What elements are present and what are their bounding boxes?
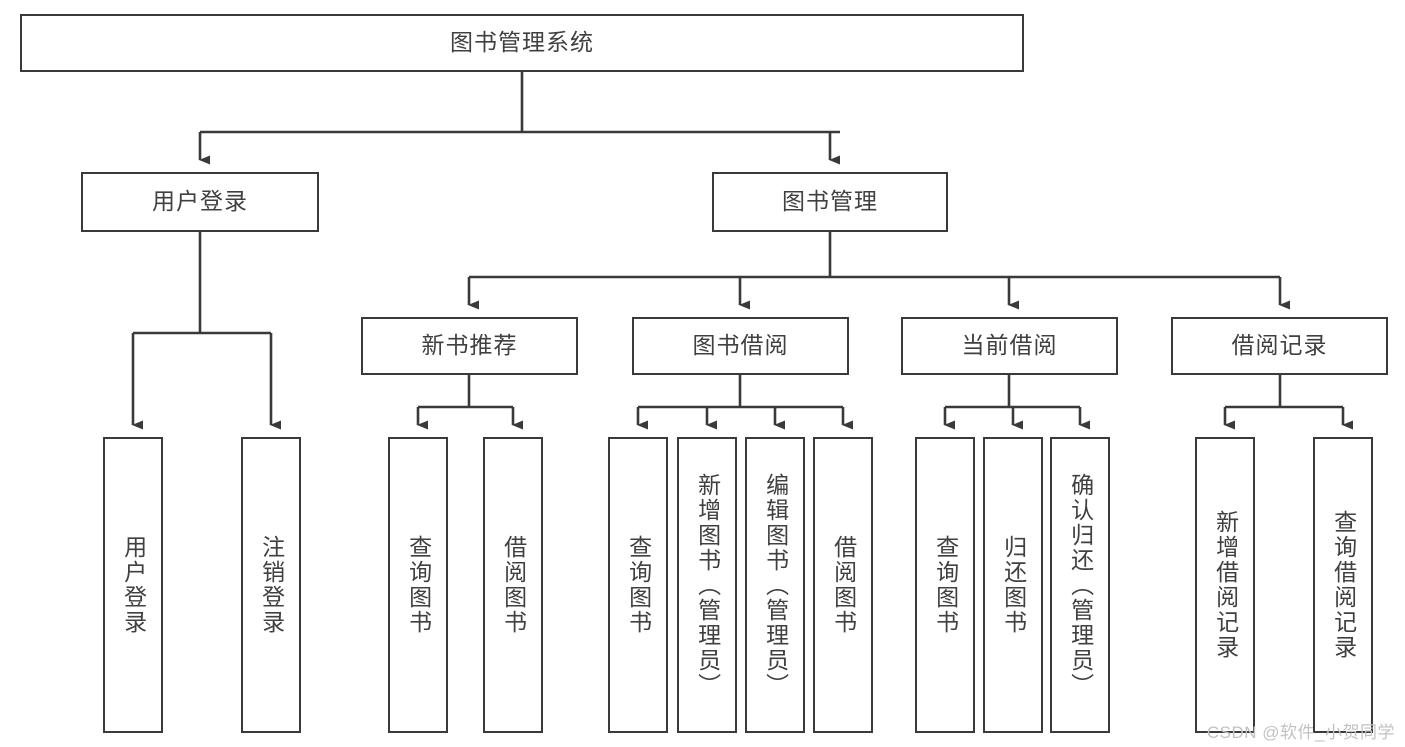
node-borrow-record-label: 借阅记录 bbox=[1231, 332, 1328, 359]
node-user-login[interactable]: 用户登录 bbox=[81, 172, 319, 232]
node-leaf-add-book-admin-label: 新增图书（管理员） bbox=[694, 472, 721, 698]
node-current-borrow-label: 当前借阅 bbox=[961, 332, 1058, 359]
node-leaf-current-query-book[interactable]: 查询图书 bbox=[915, 437, 975, 733]
node-leaf-edit-book-admin[interactable]: 编辑图书（管理员） bbox=[745, 437, 805, 733]
node-leaf-confirm-return-admin[interactable]: 确认归还（管理员） bbox=[1050, 437, 1110, 733]
node-leaf-logout-label: 注销登录 bbox=[258, 535, 285, 635]
node-leaf-user-login-label: 用户登录 bbox=[120, 535, 147, 635]
node-leaf-borrow-query-book[interactable]: 查询图书 bbox=[608, 437, 668, 733]
node-book-borrow[interactable]: 图书借阅 bbox=[632, 317, 849, 375]
node-book-management-label: 图书管理 bbox=[782, 188, 878, 215]
node-leaf-borrow-book-label: 借阅图书 bbox=[830, 535, 857, 635]
node-leaf-return-book[interactable]: 归还图书 bbox=[983, 437, 1043, 733]
watermark: CSDN @软件_小贺同学 bbox=[1206, 723, 1395, 742]
node-leaf-edit-book-admin-label: 编辑图书（管理员） bbox=[762, 472, 789, 698]
node-leaf-borrow-book[interactable]: 借阅图书 bbox=[813, 437, 873, 733]
node-root-label: 图书管理系统 bbox=[450, 29, 594, 56]
node-leaf-add-book-admin[interactable]: 新增图书（管理员） bbox=[677, 437, 737, 733]
node-leaf-logout[interactable]: 注销登录 bbox=[241, 437, 301, 733]
node-new-book-recommend[interactable]: 新书推荐 bbox=[361, 317, 578, 375]
node-leaf-query-borrow-record-label: 查询借阅记录 bbox=[1330, 510, 1357, 660]
node-leaf-recommend-borrow-book[interactable]: 借阅图书 bbox=[483, 437, 543, 733]
node-user-login-label: 用户登录 bbox=[152, 188, 248, 215]
node-leaf-current-query-book-label: 查询图书 bbox=[932, 535, 959, 635]
node-leaf-add-borrow-record[interactable]: 新增借阅记录 bbox=[1195, 437, 1255, 733]
node-new-book-recommend-label: 新书推荐 bbox=[421, 332, 518, 359]
node-leaf-add-borrow-record-label: 新增借阅记录 bbox=[1212, 510, 1239, 660]
node-book-management[interactable]: 图书管理 bbox=[712, 172, 948, 232]
node-root[interactable]: 图书管理系统 bbox=[20, 14, 1024, 72]
node-leaf-confirm-return-admin-label: 确认归还（管理员） bbox=[1067, 472, 1094, 698]
node-book-borrow-label: 图书借阅 bbox=[692, 332, 789, 359]
node-current-borrow[interactable]: 当前借阅 bbox=[901, 317, 1118, 375]
node-leaf-recommend-query-book-label: 查询图书 bbox=[405, 535, 432, 635]
node-leaf-recommend-borrow-book-label: 借阅图书 bbox=[500, 535, 527, 635]
node-leaf-borrow-query-book-label: 查询图书 bbox=[625, 535, 652, 635]
node-borrow-record[interactable]: 借阅记录 bbox=[1171, 317, 1388, 375]
node-leaf-user-login[interactable]: 用户登录 bbox=[103, 437, 163, 733]
node-leaf-recommend-query-book[interactable]: 查询图书 bbox=[388, 437, 448, 733]
node-leaf-return-book-label: 归还图书 bbox=[1000, 535, 1027, 635]
node-leaf-query-borrow-record[interactable]: 查询借阅记录 bbox=[1313, 437, 1373, 733]
